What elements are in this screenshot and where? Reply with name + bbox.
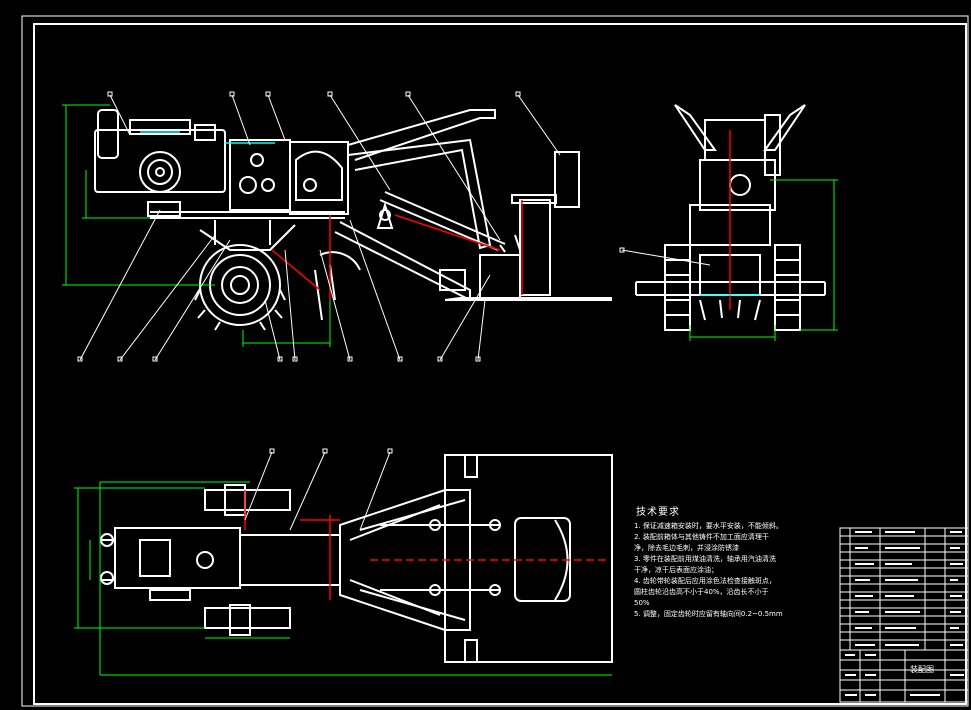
- technical-requirements: 技术要求 1. 保证减速箱安装时，要水平安装，不能倾斜。 2. 装配前箱体与其他…: [634, 503, 834, 620]
- top-view-dimensions: [74, 481, 612, 676]
- requirement-line: 4. 齿轮带轮装配后应用涂色法检查接触斑点，: [634, 577, 776, 585]
- top-view: [100, 454, 613, 663]
- requirement-line: 2. 装配前箱体与其他铸件不加工面应清理干: [634, 533, 769, 541]
- front-view: [94, 109, 612, 331]
- requirement-line: 圆柱齿轮沿齿高不小于40%，沿齿长不小于: [634, 588, 769, 596]
- requirement-line: 1. 保证减速箱安装时，要水平安装，不能倾斜。: [634, 522, 783, 530]
- requirement-line: 净，除去毛边毛刺，并浸涂防锈漆: [634, 544, 739, 552]
- top-view-leader-lines: [244, 448, 393, 531]
- side-view-dimensions: [689, 179, 838, 341]
- top-view-colors: [244, 490, 610, 600]
- title-block-label: 装配图: [910, 665, 934, 674]
- front-view-dimensions: [62, 104, 331, 347]
- parts-list-marks: [845, 531, 964, 696]
- requirement-line: 3. 零件在装配前用煤油清洗，轴承用汽油清洗: [634, 555, 776, 563]
- requirement-line: 50%: [634, 599, 650, 607]
- requirement-line: 干净，凉干后表面应涂油；: [634, 566, 718, 574]
- technical-requirements-heading: 技术要求: [636, 507, 680, 518]
- side-view-colors: [700, 130, 760, 310]
- side-view-leader: [619, 247, 711, 266]
- inner-border: [33, 23, 967, 705]
- outer-border: [21, 15, 969, 707]
- parts-list-table: [839, 527, 969, 703]
- front-view-leader-lines: [77, 91, 561, 362]
- requirement-line: 5. 调整，固定齿轮时应留有轴向间0.2~0.5mm: [634, 610, 783, 618]
